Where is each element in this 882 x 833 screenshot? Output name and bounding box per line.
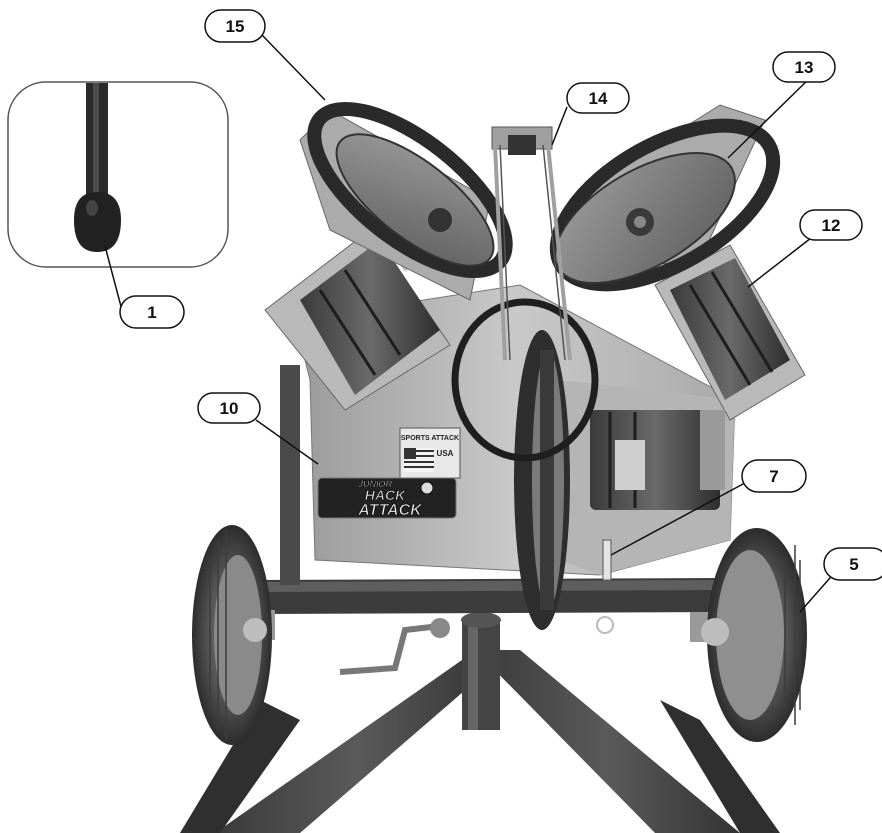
left-wheel bbox=[192, 525, 272, 745]
inset-detail-1 bbox=[7, 81, 229, 268]
callout-5: 5 bbox=[823, 547, 882, 581]
svg-text:5: 5 bbox=[849, 555, 858, 574]
logo-line2: HACK bbox=[365, 487, 406, 503]
left-motor bbox=[264, 229, 451, 411]
callout-10: 10 bbox=[197, 392, 261, 424]
bottom-throwing-wheel bbox=[514, 330, 570, 630]
logo-line1: JUNIOR bbox=[358, 479, 393, 489]
svg-text:14: 14 bbox=[589, 89, 608, 108]
bottom-motor bbox=[590, 410, 725, 510]
svg-text:12: 12 bbox=[822, 216, 841, 235]
right-motor bbox=[654, 244, 806, 421]
callout-12: 12 bbox=[799, 209, 863, 241]
callout-7: 7 bbox=[741, 459, 807, 493]
adjust-pin bbox=[596, 539, 614, 634]
usa-flag-icon bbox=[404, 448, 434, 472]
ball-guard-hoop bbox=[451, 298, 599, 462]
callout-15: 15 bbox=[204, 9, 266, 43]
svg-text:1: 1 bbox=[147, 303, 156, 322]
svg-text:15: 15 bbox=[226, 17, 245, 36]
callout-13: 13 bbox=[772, 51, 836, 83]
tripod-legs bbox=[180, 612, 780, 833]
svg-text:10: 10 bbox=[220, 399, 239, 418]
logo-brand-text: SPORTS ATTACK bbox=[401, 435, 459, 442]
logo-usa-text: USA bbox=[437, 449, 454, 458]
right-wheel bbox=[701, 528, 807, 742]
callout-1: 1 bbox=[119, 295, 185, 329]
brand-logo: SPORTS ATTACK USA JUNIOR HACK ATTACK bbox=[317, 427, 461, 519]
svg-text:13: 13 bbox=[795, 58, 814, 77]
axle-frame bbox=[235, 365, 732, 675]
feed-chute-rods bbox=[491, 126, 572, 361]
callout-14: 14 bbox=[566, 82, 630, 114]
logo-line3: ATTACK bbox=[357, 502, 423, 519]
svg-text:7: 7 bbox=[769, 467, 778, 486]
